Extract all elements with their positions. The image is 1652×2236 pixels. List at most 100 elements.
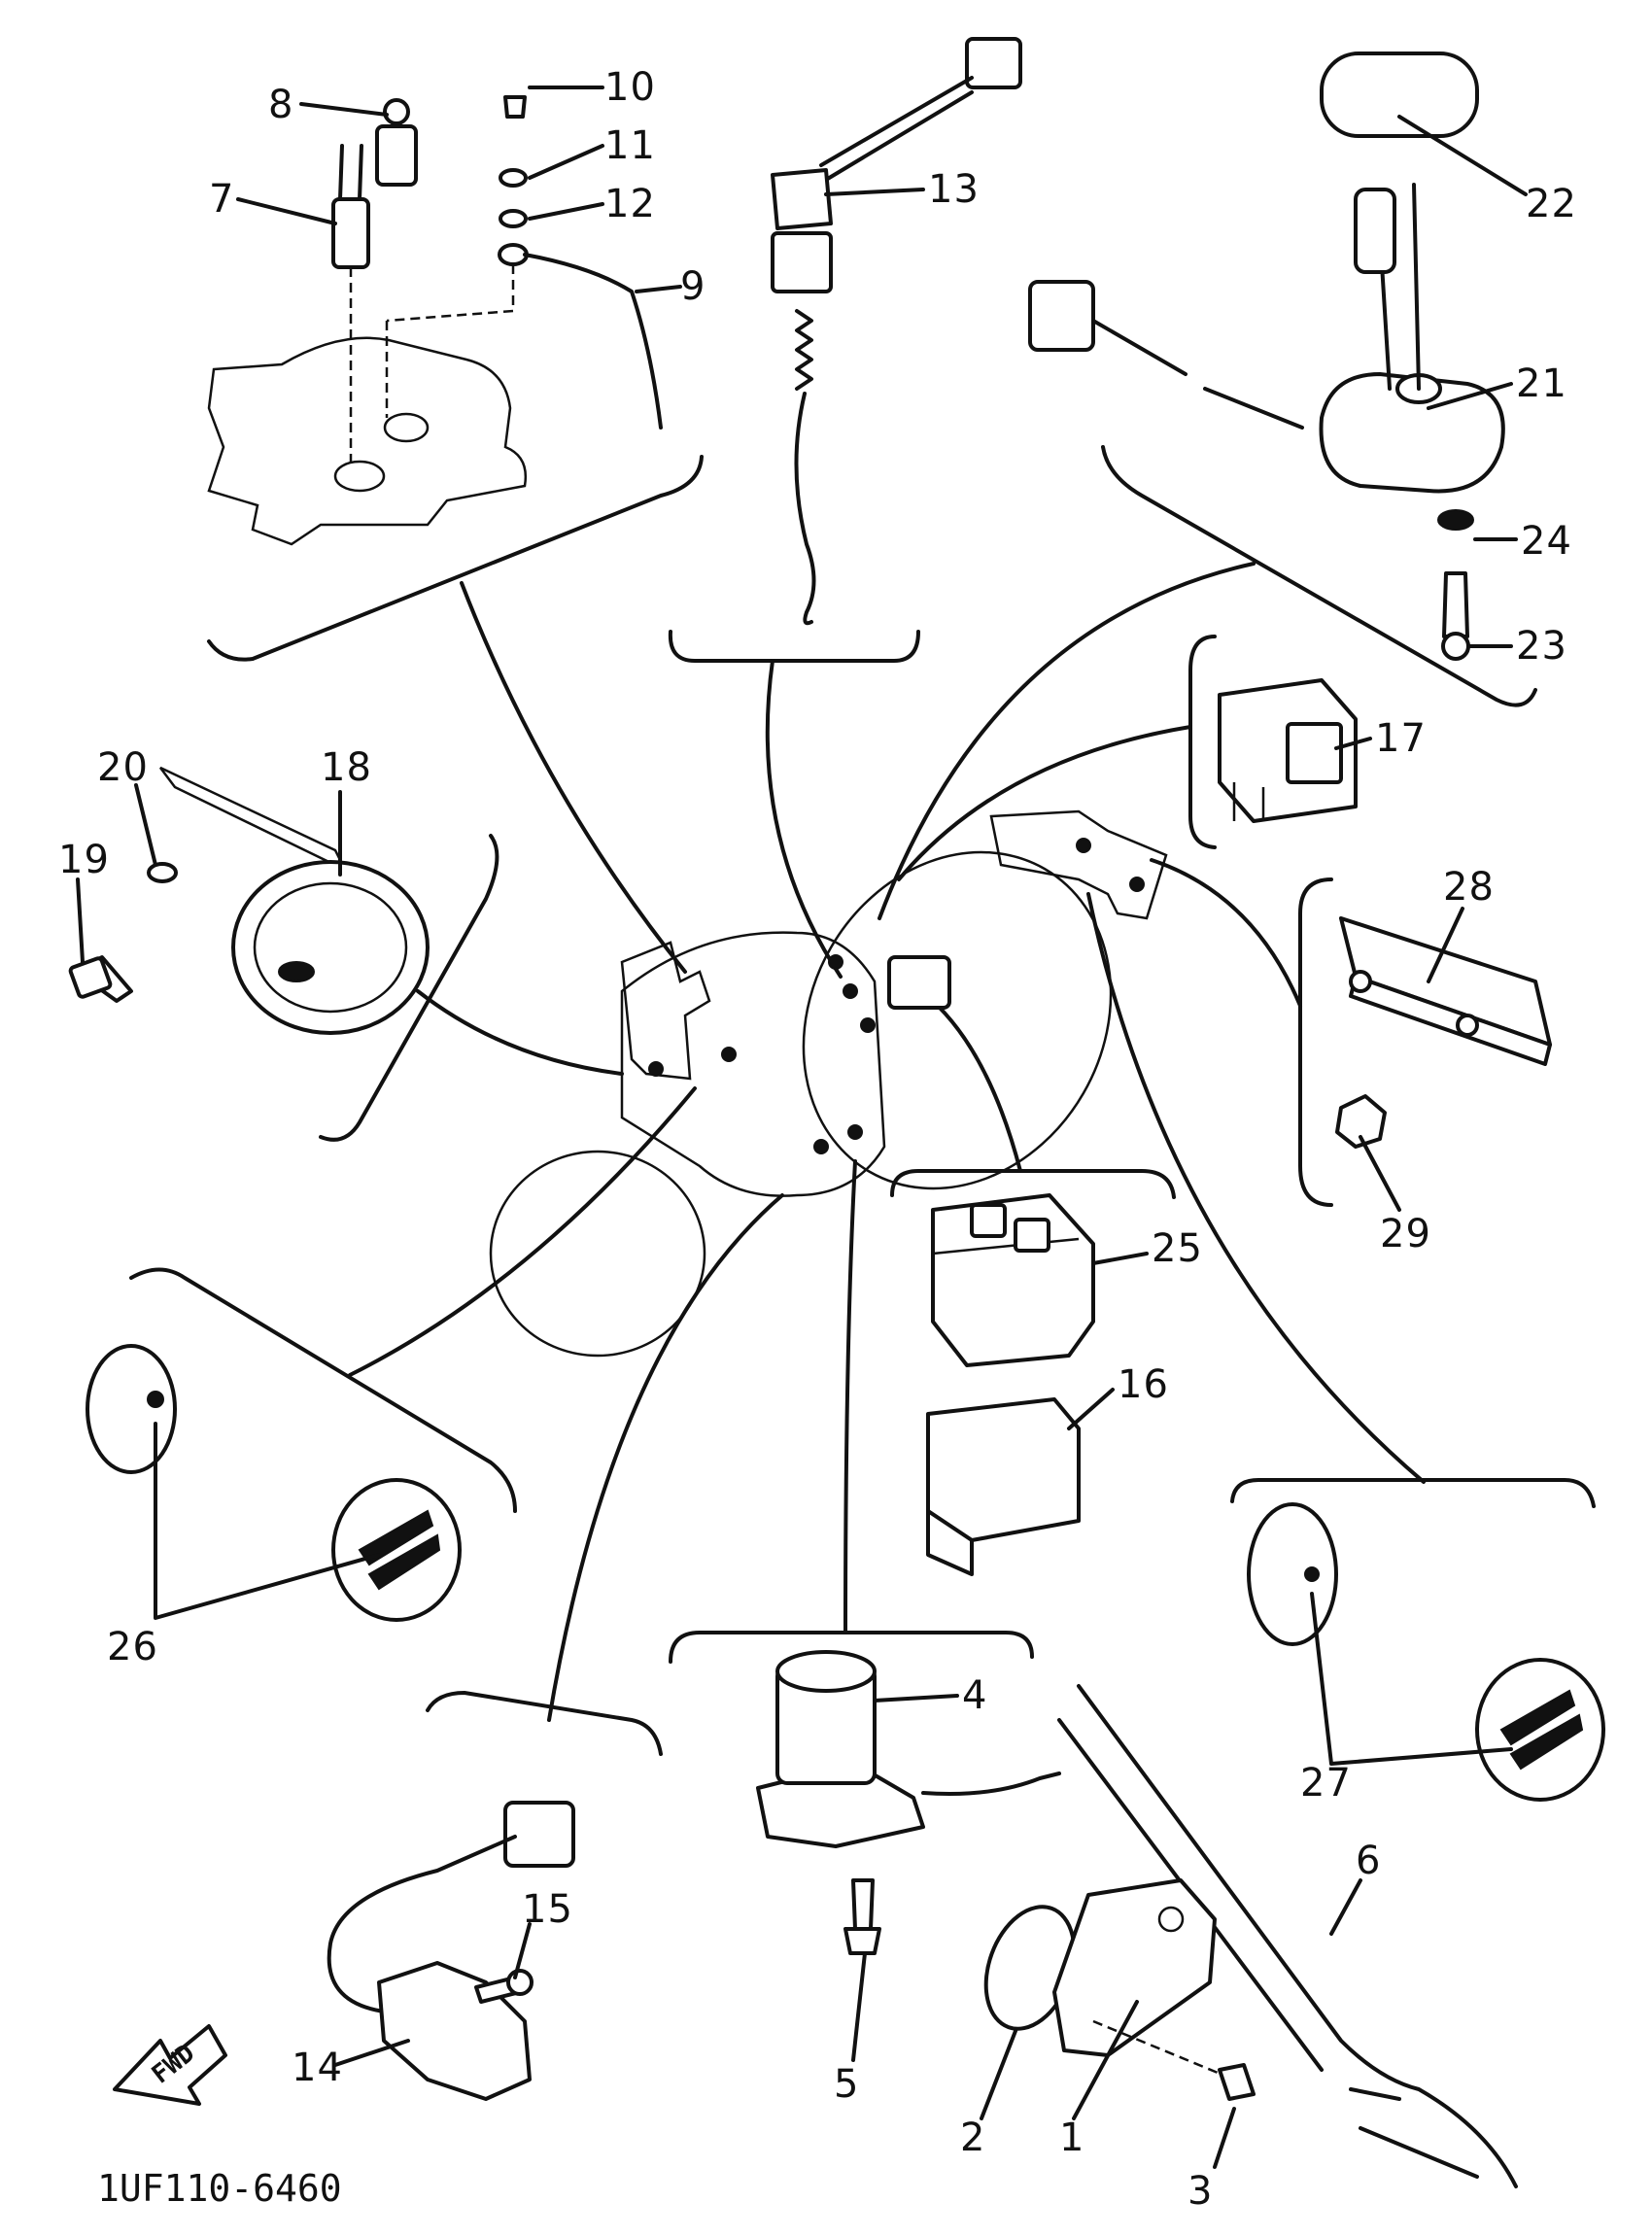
part-label-8: 8 (268, 83, 294, 127)
wire-25 (936, 1004, 1022, 1173)
bolt-3 (1218, 2063, 1256, 2101)
sender-21-float (1354, 188, 1396, 274)
harness-ring-left (489, 1150, 706, 1358)
relay-25-terminal (1014, 1218, 1050, 1253)
part-label-25: 25 (1152, 1226, 1203, 1271)
part-label-14: 14 (292, 2046, 343, 2090)
temp-sensor-body (331, 197, 370, 269)
bracket-top-right (1101, 445, 1537, 707)
bracket-right-17 (1188, 635, 1217, 849)
harness-connector (887, 955, 951, 1010)
part-label-11: 11 (604, 123, 656, 168)
leader-26 (154, 1422, 381, 1620)
pump-port (383, 412, 430, 443)
sensor-14-wire (327, 1835, 517, 2013)
part-label-7: 7 (209, 177, 235, 222)
wire-27 (1086, 892, 1426, 1484)
leader-7 (236, 197, 337, 225)
washer-24 (1437, 509, 1474, 531)
marker-26-stud (147, 1391, 164, 1408)
leader-15 (513, 1922, 532, 1979)
part-label-26: 26 (107, 1625, 158, 1669)
sensor-13-wire (819, 76, 974, 167)
spring-13 (795, 309, 813, 391)
part-label-13: 13 (928, 167, 980, 212)
lead-6 (1077, 1684, 1518, 2188)
thermo-switch-body (375, 124, 418, 187)
wire-top-left (460, 581, 687, 974)
leader-17 (1334, 737, 1372, 750)
marker-27-stud (1304, 1566, 1320, 1582)
leader-27 (1310, 1592, 1513, 1766)
part-label-16: 16 (1118, 1362, 1169, 1407)
bracket-4 (669, 1631, 1034, 1664)
leader-21 (1427, 382, 1513, 410)
harness-left-frame (620, 941, 711, 1081)
part-label-15: 15 (522, 1887, 573, 1932)
harness-plug (847, 1124, 863, 1140)
horn-bracket (159, 766, 348, 873)
reflector-stud (1456, 1014, 1479, 1037)
leader-13 (824, 188, 925, 196)
leader-12 (528, 202, 604, 221)
sender-21-rod (1412, 183, 1421, 391)
part-label-24: 24 (1521, 519, 1572, 564)
harness-plug (1129, 877, 1145, 892)
horn-18-inner (253, 881, 408, 1014)
sensor-wire (358, 144, 363, 201)
wire-26 (348, 1086, 697, 1377)
leader-dashed (1092, 2019, 1235, 2081)
part-label-22: 22 (1526, 182, 1577, 226)
bolt-23-head (1441, 632, 1470, 661)
part-label-9: 9 (680, 264, 706, 309)
leader-3 (1213, 2107, 1236, 2169)
part-label-20: 20 (97, 745, 149, 790)
harness-plug (1076, 838, 1091, 853)
part-label-12: 12 (604, 182, 656, 226)
pump-port (333, 460, 386, 493)
part-label-19: 19 (58, 838, 110, 882)
relay-25-terminal (970, 1203, 1007, 1238)
bolt-19-head (68, 956, 113, 999)
marker-26-lens (331, 1478, 462, 1622)
leader-5 (851, 1951, 867, 2062)
screw-10 (503, 95, 527, 119)
washer-12 (499, 209, 528, 228)
relay-25-line (932, 1237, 1080, 1256)
leader-9 (635, 285, 682, 293)
part-label-5: 5 (834, 2062, 860, 2107)
part-label-4: 4 (962, 1673, 988, 1718)
sensor-13-boot (771, 168, 833, 230)
thermo-switch-cap (383, 98, 410, 125)
wire-top-center (765, 659, 843, 979)
leader-22 (1397, 115, 1528, 196)
leader-4 (873, 1694, 959, 1703)
harness-plug (721, 1047, 737, 1062)
part-label-1: 1 (1059, 2116, 1085, 2160)
sensor-13-lead (794, 392, 816, 626)
part-label-28: 28 (1443, 865, 1495, 910)
bracket-top-center (668, 630, 920, 663)
ring-terminal (498, 243, 529, 266)
sensor-14-connector (503, 1801, 575, 1868)
leader-29 (1359, 1135, 1401, 1212)
relay-16 (926, 1397, 1081, 1542)
sender-21-connector (1028, 280, 1095, 352)
drawing-code: 1UF110-6460 (97, 2167, 342, 2210)
bracket-26 (129, 1267, 517, 1513)
bracket-27 (1230, 1478, 1596, 1508)
water-pump-housing (207, 336, 528, 546)
harness-right-bracket (989, 809, 1168, 920)
wire-18 (416, 989, 624, 1076)
relay-17-plug (1286, 722, 1343, 784)
sender-21-plate (1319, 372, 1505, 494)
part-label-29: 29 (1380, 1212, 1431, 1256)
switch-4-top (775, 1650, 877, 1693)
leader-2 (980, 2029, 1017, 2120)
lead-6-end (1349, 2087, 1401, 2101)
part-label-10: 10 (604, 65, 656, 110)
part-label-18: 18 (321, 745, 372, 790)
nut-29 (1335, 1094, 1387, 1149)
part-label-21: 21 (1516, 361, 1567, 406)
